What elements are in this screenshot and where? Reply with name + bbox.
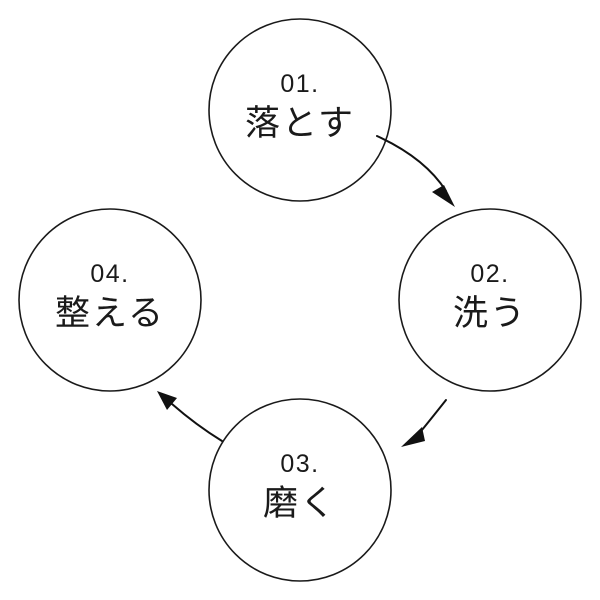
arrow-node1-to-node2 [376, 135, 455, 207]
arrow-node2-to-node3-head [401, 427, 425, 447]
node-circle-1[interactable] [208, 18, 392, 202]
arrow-node3-to-node4-path [171, 403, 223, 442]
arrow-node3-to-node4-head [157, 391, 177, 410]
node-index-2: 02. [470, 260, 510, 288]
node-label-2: 02. 洗う [399, 260, 581, 333]
node-label-3: 03. 磨く [209, 450, 391, 523]
node-circle-2[interactable] [398, 208, 582, 392]
node-label-1: 01. 落とす [209, 70, 391, 143]
node-index-1: 01. [280, 70, 320, 98]
node-circle-3[interactable] [208, 398, 392, 582]
node-circle-4[interactable] [18, 208, 202, 392]
arrow-node3-to-node4 [157, 391, 223, 442]
arrow-node1-to-node2-head [432, 185, 455, 207]
node-title-1: 落とす [245, 104, 355, 143]
node-title-4: 整える [55, 294, 165, 333]
node-index-4: 04. [90, 260, 130, 288]
node-label-4: 04. 整える [19, 260, 201, 333]
node-title-2: 洗う [452, 294, 527, 333]
arrow-node1-to-node2-path [376, 135, 447, 192]
arrow-node2-to-node3 [401, 399, 447, 447]
node-index-3: 03. [280, 450, 320, 478]
node-title-3: 磨く [262, 484, 337, 523]
